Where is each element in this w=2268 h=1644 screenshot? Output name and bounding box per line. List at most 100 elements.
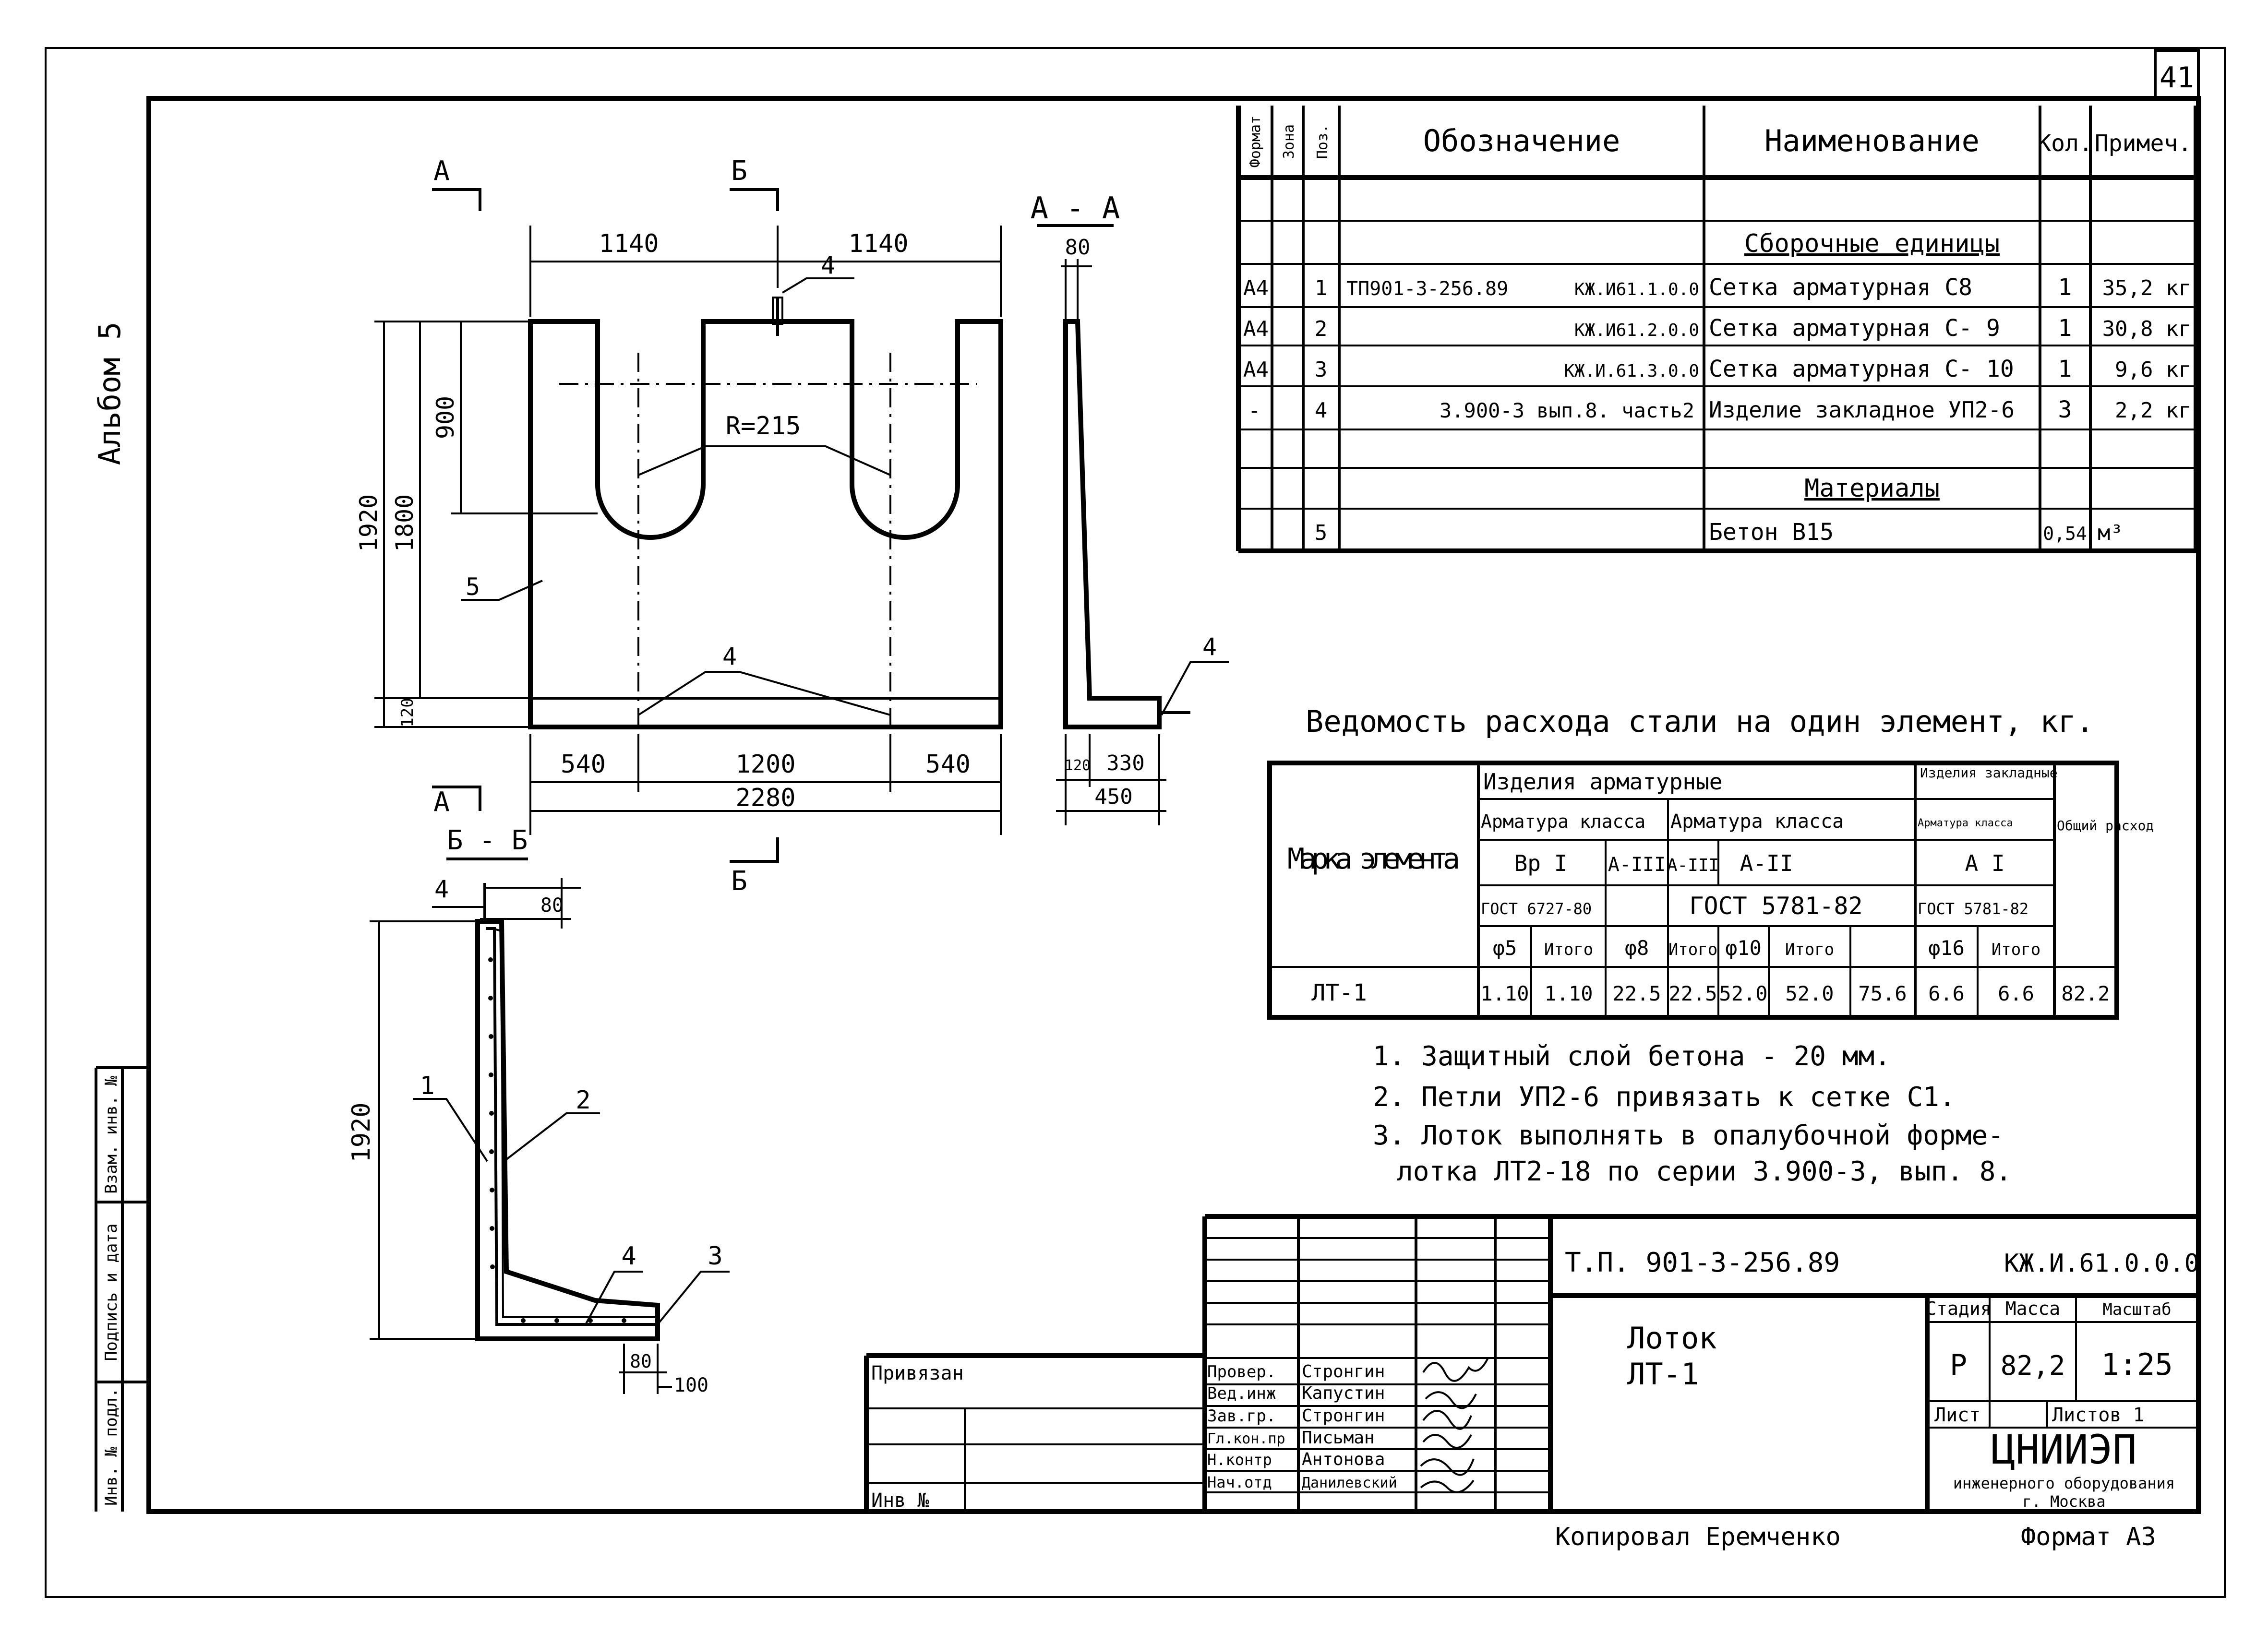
svg-text:Стадия: Стадия [1925, 1298, 1991, 1319]
side-stamp: Инв. № подл. Подпись и дата Взам. инв. № [95, 1066, 149, 1512]
svg-text:120: 120 [398, 698, 417, 727]
spec-h-designation: Обозначение [1423, 123, 1620, 158]
svg-text:1.10: 1.10 [1480, 982, 1529, 1005]
svg-text:А - А: А - А [1031, 191, 1120, 226]
svg-text:80: 80 [630, 1351, 652, 1372]
svg-text:30,8 кг: 30,8 кг [2102, 317, 2191, 341]
svg-text:Р: Р [1950, 1348, 1967, 1382]
svg-text:22.5: 22.5 [1612, 982, 1661, 1005]
svg-text:Изделия арматурные: Изделия арматурные [1483, 769, 1723, 795]
svg-text:2,2 кг: 2,2 кг [2115, 398, 2191, 423]
staff-row: Вед.инж Капустин [1207, 1383, 1385, 1403]
svg-text:35,2 кг: 35,2 кг [2102, 276, 2191, 300]
svg-text:52.0: 52.0 [1785, 982, 1834, 1005]
spec-row: 5 Бетон В15 0,54 м³ [1315, 519, 2123, 546]
stamp-vzam-inv: Взам. инв. № [102, 1076, 121, 1194]
svg-text:5: 5 [466, 573, 480, 601]
privyazan-label: Привязан [871, 1362, 964, 1384]
inv-label: Инв № [871, 1489, 929, 1512]
note-2: 2. Петли УП2-6 привязать к сетке С1. [1373, 1082, 1956, 1113]
svg-text:3: 3 [2058, 396, 2072, 423]
svg-text:22.5: 22.5 [1668, 982, 1717, 1005]
svg-text:А-III: А-III [1667, 856, 1719, 875]
spec-h-name: Наименование [1764, 123, 1980, 158]
svg-text:1: 1 [1315, 276, 1328, 300]
svg-text:1: 1 [420, 1072, 434, 1100]
spec-h-zone: Зона [1281, 124, 1297, 159]
svg-text:А4: А4 [1243, 276, 1269, 300]
svg-text:1:25: 1:25 [2101, 1347, 2172, 1382]
steel-title: Ведомость расхода стали на один элемент,… [1306, 704, 2094, 739]
svg-text:м³: м³ [2098, 521, 2123, 545]
svg-text:КЖ.И.61.3.0.0: КЖ.И.61.3.0.0 [1564, 361, 1699, 381]
copied-by: Копировал Еремченко [1555, 1523, 1841, 1551]
svg-text:Арматура класса: Арматура класса [1481, 811, 1645, 832]
title-block: Привязан Инв № Провер. Стронгин Вед.инж … [864, 1214, 2199, 1512]
album-label: Альбом 5 [92, 322, 127, 465]
svg-text:ЛТ-1: ЛТ-1 [1311, 979, 1367, 1006]
svg-text:0,54: 0,54 [2043, 523, 2087, 544]
spec-row: А4 1 ТП901-3-256.89 КЖ.И61.1.0.0 Сетка а… [1243, 274, 2191, 301]
svg-text:Арматура класса: Арматура класса [1918, 817, 2013, 829]
svg-text:3: 3 [1315, 357, 1328, 382]
svg-text:1140: 1140 [848, 229, 908, 258]
svg-text:Антонова: Антонова [1302, 1450, 1385, 1469]
svg-text:4: 4 [434, 875, 449, 903]
svg-text:82.2: 82.2 [2061, 982, 2110, 1005]
staff-row: Гл.кон.пр Письман [1207, 1428, 1375, 1448]
svg-text:Масштаб: Масштаб [2102, 1300, 2171, 1319]
page-number: 41 [2160, 61, 2194, 95]
svg-text:А4: А4 [1243, 357, 1269, 382]
project-number: Т.П. 901-3-256.89 [1565, 1247, 1840, 1278]
svg-text:540: 540 [925, 750, 971, 779]
svg-text:3: 3 [708, 1242, 722, 1271]
svg-text:Листов 1: Листов 1 [2052, 1404, 2145, 1426]
svg-text:Марка элемента: Марка элемента [1287, 842, 1460, 876]
svg-text:80: 80 [540, 894, 564, 917]
svg-text:Сетка арматурная С- 10: Сетка арматурная С- 10 [1709, 356, 2014, 382]
svg-text:Зав.гр.: Зав.гр. [1207, 1406, 1276, 1426]
spec-section-materials: Материалы [1804, 474, 1940, 503]
staff-row: Провер. Стронгин [1207, 1362, 1385, 1382]
svg-text:1: 1 [2058, 356, 2072, 382]
svg-text:1200: 1200 [735, 750, 795, 779]
svg-text:ТП901-3-256.89: ТП901-3-256.89 [1346, 278, 1508, 300]
svg-text:52.0: 52.0 [1719, 982, 1767, 1005]
svg-text:450: 450 [1094, 785, 1132, 809]
svg-text:1.10: 1.10 [1544, 982, 1593, 1005]
staff-row: Н.контр Антонова [1207, 1450, 1385, 1469]
svg-text:Лист: Лист [1934, 1404, 1980, 1426]
svg-text:Итого: Итого [1544, 940, 1593, 959]
note-1: 1. Защитный слой бетона - 20 мм. [1373, 1041, 1891, 1072]
svg-text:Общий расход: Общий расход [2057, 818, 2154, 834]
svg-text:1920: 1920 [355, 494, 383, 552]
steel-row: ЛТ-1 1.10 1.10 22.5 22.5 52.0 52.0 75.6 … [1311, 979, 2110, 1006]
svg-text:900: 900 [432, 396, 459, 439]
svg-text:Итого: Итого [1992, 940, 2040, 959]
svg-text:5: 5 [1315, 521, 1328, 545]
steel-table: Марка элемента Изделия арматурные Издели… [1267, 761, 2154, 1020]
svg-text:2: 2 [576, 1086, 590, 1115]
format-label: Формат А3 [2021, 1523, 2156, 1551]
inner-frame [146, 96, 2201, 1514]
svg-text:Б: Б [731, 866, 747, 897]
svg-text:φ16: φ16 [1928, 936, 1965, 960]
spec-h-format: Формат [1247, 116, 1264, 167]
svg-text:φ5: φ5 [1493, 936, 1517, 960]
spec-h-note: Примеч. [2095, 130, 2192, 157]
svg-text:-: - [1248, 398, 1261, 423]
org-name: ЦНИИЭП [1991, 1426, 2136, 1473]
svg-text:А: А [433, 155, 450, 187]
svg-text:120: 120 [1065, 757, 1091, 774]
svg-text:г. Москва: г. Москва [2022, 1492, 2105, 1511]
svg-text:Б - Б: Б - Б [447, 825, 528, 856]
svg-text:Изделия закладные: Изделия закладные [1920, 765, 2058, 781]
svg-text:6.6: 6.6 [1998, 982, 2034, 1005]
svg-text:φ10: φ10 [1725, 936, 1762, 960]
svg-text:А: А [433, 786, 450, 818]
svg-text:ГОСТ 5781-82: ГОСТ 5781-82 [1689, 892, 1862, 920]
svg-text:3.900-3 вып.8. часть2: 3.900-3 вып.8. часть2 [1440, 399, 1694, 422]
svg-text:75.6: 75.6 [1858, 982, 1907, 1005]
svg-text:Письман: Письман [1302, 1428, 1375, 1448]
